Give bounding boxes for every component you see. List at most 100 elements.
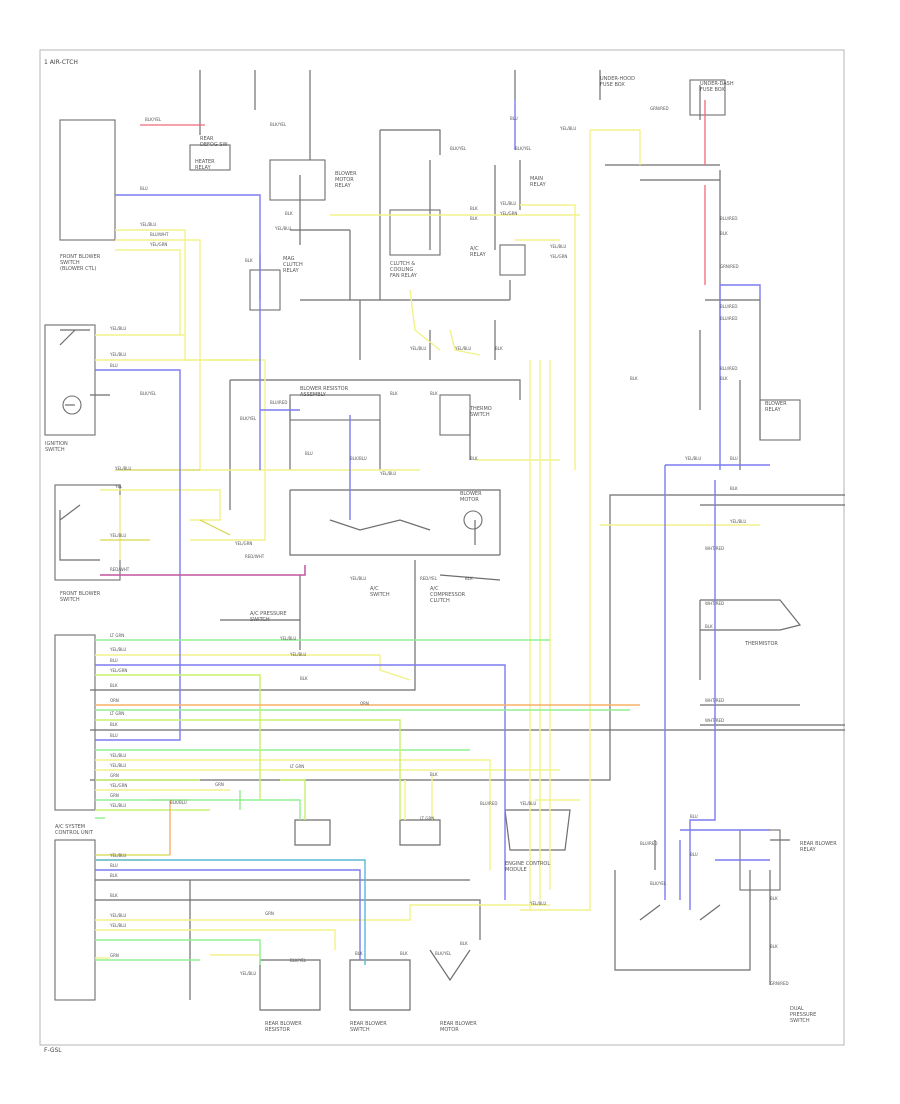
wire-tag: YEL/BLU [519,801,536,806]
wire-tag: BLU/WHT [150,232,169,237]
wire-tag: YEL/BLU [349,576,366,581]
wire-tag: BLU [110,658,118,663]
wire-tag: BLK/YEL [145,117,162,122]
wire-tag: BLK [110,873,118,878]
wire-tag: BLK [495,346,503,351]
wire-tag: YEL/BLU [109,853,126,858]
wire-tag: GRN [215,782,224,787]
magenta-wires [100,565,306,576]
wire-tag: YEL/BLU [109,753,126,758]
wire-tag: YEL [114,484,123,489]
wire-tag: GRN [265,911,274,916]
yellow-dark-wires [95,469,231,856]
wire-tag: YEL/BLU [729,519,746,524]
wire-tag: RED/WHT [110,567,130,572]
black-wires [59,70,845,1011]
wire-tag: BLK [770,944,778,949]
wire-tag-layer: BLK/YEL BLU YEL/BLU BLU/WHT YEL/GRN YEL/BLU YE… [109,106,789,986]
wire-tag: YEL/BLU [379,471,396,476]
wire-tag: YEL/BLU [499,201,516,206]
wire-tag: RED/YEL [420,576,438,581]
wire-tag: BLK [400,951,408,956]
wire-tag: BLU [510,116,518,121]
wire-tag: ORN [360,701,369,706]
wire-tag: BLU [690,814,698,819]
wire-tag: BLK [770,896,778,901]
wire-tag: BLU/RED [720,316,737,321]
wire-tag: BLK [705,624,713,629]
wire-tag: BLK [110,683,118,688]
green-wires [95,639,630,965]
wire-tag: BLU [140,186,148,191]
wire-tag: YEL/GRN [109,668,127,673]
wire-tag: YEL/GRN [499,211,517,216]
wire-tag: BLK/YEL [270,122,287,127]
wire-tag: BLU [110,863,118,868]
wire-tag: YEL/GRN [149,242,167,247]
wire-tag: BLK [245,258,253,263]
wire-tag: YEL/BLU [109,763,126,768]
wire-tag: YEL/BLU [109,647,126,652]
wire-tag: ORN [110,698,119,703]
orange-wires [95,704,640,855]
wire-tag: BLU/RED [480,801,497,806]
wire-tag: BLK/YEL [650,881,667,886]
wire-layer [44,70,845,1011]
wire-tag: YEL/GRN [549,254,567,259]
wire-tag: GRN [110,953,119,958]
wire-tag: LT GRN [110,633,124,638]
wire-tag: BLK/YEL [240,416,257,421]
wire-tag: BLU/RED [720,216,737,221]
wire-tag: BLK [355,951,363,956]
wire-tag: BLU [305,451,313,456]
wire-tag: YEL/BLU [279,636,296,641]
wire-tag: GRN/RED [720,264,739,269]
wire-tag: YEL/BLU [559,126,576,131]
wire-tag: BLK [460,941,468,946]
wire-tag: YEL/BLU [549,244,566,249]
wire-tag: BLK/YEL [140,391,157,396]
yellow-wires [95,129,760,959]
wire-tag: BLK/YEL [290,958,307,963]
wire-tag: GRN [110,773,119,778]
wire-tag: BLU [110,733,118,738]
wire-tag: BLU/RED [640,841,657,846]
wire-tag: BLK [285,211,293,216]
component-outlines [44,79,801,1001]
wire-tag: BLK [430,391,438,396]
wire-tag: GRN/RED [770,981,789,986]
wire-tag: GRN [110,793,119,798]
component-label-thermistor: THERMISTOR [744,641,778,647]
wire-tag: GRN/RED [650,106,669,111]
wire-tag: YEL/BLU [109,533,126,538]
red-wires [140,100,706,801]
wire-tag: BLK [470,216,478,221]
corner-label-top: 1 AIR-CTCH [44,59,78,66]
wire-tag: BLK [720,231,728,236]
wire-tag: BLU/RED [270,400,287,405]
wire-tag: YEL/BLU [454,346,471,351]
wire-tag: BLK/BLU [170,800,187,805]
wire-tag: YEL/BLU [109,923,126,928]
wire-tag: BLK/BLU [350,456,367,461]
wire-tag: YEL/BLU [109,326,126,331]
cyan-wires [95,859,366,965]
